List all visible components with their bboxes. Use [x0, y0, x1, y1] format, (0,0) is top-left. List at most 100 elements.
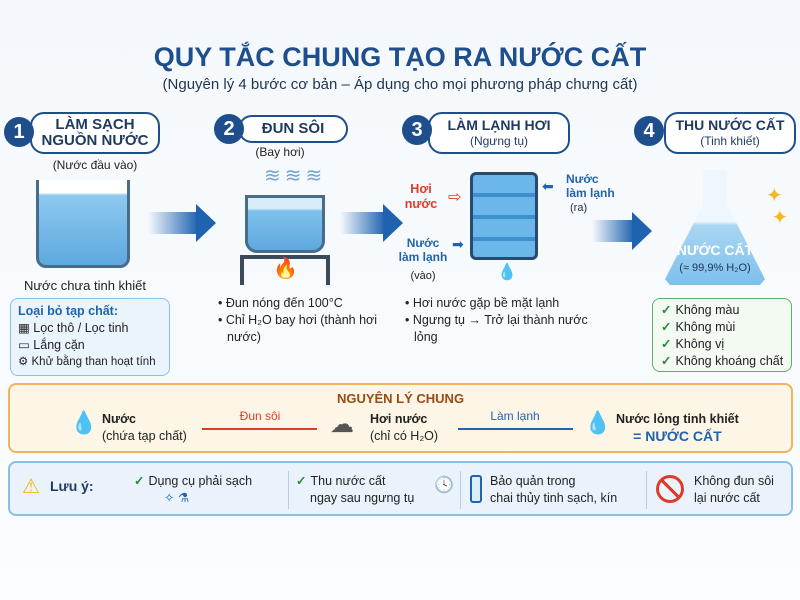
step1-number: 1: [4, 117, 34, 147]
steam-icon: ≋≋≋: [264, 165, 327, 187]
coolant-out-sub: (ra): [570, 202, 588, 214]
coolant-out-label: Nước làm lạnh: [566, 172, 615, 200]
warning-icon: ⚠: [22, 476, 40, 498]
coolant-in-arrow-icon: ➡: [452, 236, 464, 252]
notes-label: Lưu ý:: [50, 478, 94, 494]
property-item: ✓Không khoáng chất: [661, 353, 783, 370]
cool-label: Làm lạnh: [490, 409, 540, 423]
cloud-icon: ☁: [330, 411, 354, 438]
pure-drop-icon: 💧: [584, 410, 612, 435]
step4-title: THU NƯỚC CẤT(Tinh khiết): [664, 112, 796, 154]
note-collect: ✓Thu nước cất ngay sau ngưng tụ: [296, 473, 414, 507]
flask-purity: (≈ 99,9% H₂O): [679, 262, 751, 274]
note-text: ngay sau ngưng tụ: [310, 491, 415, 505]
flow-arrow-1: [148, 204, 216, 242]
page-title: QUY TẮC CHUNG TẠO RA NƯỚC CẤT: [153, 42, 647, 72]
step3-caption: (Ngưng tụ): [469, 134, 529, 148]
principle-input-title: Nước: [102, 412, 136, 426]
impurity-box-title: Loại bỏ tạp chất:: [18, 304, 118, 318]
step3-bullets: • Hơi nước gặp bề mặt lạnh • Ngưng tụ → …: [405, 296, 588, 344]
step2-caption: (Bay hơi): [255, 145, 305, 159]
principle-vapor: Hơi nước (chỉ có H₂O): [370, 411, 438, 445]
page-subtitle: (Nguyên lý 4 bước cơ bản – Áp dụng cho m…: [162, 76, 638, 93]
carbon-icon: ⚙: [18, 356, 32, 368]
step3-bullet: Hơi nước gặp bề mặt lạnh: [412, 296, 560, 310]
note-text: chai thủy tinh sạch, kín: [490, 491, 618, 505]
step1-title-line2: NGUỒN NƯỚC: [41, 132, 149, 149]
step2-number: 2: [214, 114, 244, 144]
flow-arrow-3: [592, 212, 652, 250]
note-text: Dụng cụ phải sạch: [148, 474, 253, 488]
step3-number: 3: [402, 115, 432, 145]
step4-number: 4: [634, 116, 664, 146]
impurity-item-label: Khử bằng than hoạt tính: [31, 356, 156, 368]
coolant-in-sub: (vào): [410, 270, 436, 282]
note-text: Thu nước cất: [310, 474, 386, 488]
divider: [646, 471, 647, 509]
sparkle-icon: ✦ ✦: [766, 185, 789, 229]
impurity-removal-box: Loại bỏ tạp chất: ▦ Lọc thô / Lọc tinh ▭…: [10, 298, 170, 376]
divider: [460, 471, 461, 509]
step4-title-text: THU NƯỚC CẤT: [675, 117, 785, 133]
check-icon: ✓: [661, 337, 672, 351]
coolant-out-arrow-icon: ⬅: [542, 178, 554, 194]
step2-bullet: Chỉ H₂O bay hơi (thành hơi nước): [225, 313, 378, 344]
principle-input-sub: (chứa tạp chất): [102, 429, 187, 443]
step3-title: LÀM LẠNH HƠI(Ngưng tụ): [428, 112, 570, 154]
check-icon: ✓: [134, 474, 145, 488]
clock-icon: 🕓: [434, 477, 454, 494]
steam-in-arrow-icon: ⇨: [448, 189, 462, 206]
sparkle-flask-icon: ✧ ⚗: [164, 491, 190, 505]
bottle-icon: [470, 475, 482, 503]
steam-in-label: Hơi nước: [404, 182, 438, 211]
property-label: Không vị: [675, 337, 725, 351]
boil-arrow: [202, 428, 317, 430]
step2-title: ĐUN SÔI: [238, 115, 348, 143]
property-item: ✓Không vị: [661, 336, 783, 353]
property-item: ✓Không màu: [661, 302, 783, 319]
step1-image-label: Nước chưa tinh khiết: [23, 278, 147, 293]
property-item: ✓Không mùi: [661, 319, 783, 336]
principle-vapor-sub: (chỉ có H₂O): [370, 429, 439, 443]
impurity-item-label: Lắng cặn: [33, 338, 85, 352]
check-icon: ✓: [296, 474, 307, 488]
no-reboil-icon: [656, 475, 684, 503]
impurity-item: ▦ Lọc thô / Lọc tinh: [18, 320, 162, 337]
filter-icon: ▦: [18, 321, 34, 335]
step2-bullets: • Đun nóng đến 100°C • Chỉ H₂O bay hơi (…: [218, 296, 378, 344]
boil-label: Đun sôi: [239, 409, 281, 423]
properties-box: ✓Không màu ✓Không mùi ✓Không vị ✓Không k…: [652, 298, 792, 372]
coolant-in-label: Nước làm lạnh: [398, 236, 448, 264]
impurity-item: ⚙ Khử bằng than hoạt tính: [18, 354, 162, 371]
principle-vapor-title: Hơi nước: [370, 412, 428, 426]
principle-output: Nước lỏng tinh khiết= NƯỚC CẤT: [616, 411, 739, 446]
step4-caption: (Tinh khiết): [700, 134, 760, 148]
flow-arrow-2: [340, 204, 403, 242]
condenser-icon: [470, 172, 538, 260]
note-text: lại nước cất: [694, 491, 760, 505]
note-text: Không đun sôi: [694, 474, 774, 488]
pot-icon: [245, 195, 325, 253]
property-label: Không mùi: [675, 320, 736, 334]
check-icon: ✓: [661, 303, 672, 317]
check-icon: ✓: [661, 354, 672, 368]
note-text: Bảo quản trong: [490, 474, 576, 488]
notes-panel: ⚠ Lưu ý: ✓Dụng cụ phải sạch✧ ⚗ ✓Thu nước…: [8, 461, 793, 516]
note-clean-tools: ✓Dụng cụ phải sạch ✧ ⚗: [134, 473, 252, 507]
step2-bullet: Đun nóng đến 100°C: [225, 296, 343, 310]
divider: [288, 471, 289, 509]
note-storage: Bảo quản trong chai thủy tinh sạch, kín: [490, 473, 617, 507]
droplet-icon: 💧: [497, 264, 517, 281]
property-label: Không màu: [675, 303, 740, 317]
water-drop-icon: 💧: [70, 410, 98, 435]
principle-output-sub: = NƯỚC CẤT: [633, 428, 722, 444]
step3-bullet: Ngưng tụ → Trở lại thành nước lỏng: [412, 313, 588, 344]
principle-input: Nước (chứa tạp chất): [102, 411, 187, 445]
cool-arrow: [458, 428, 573, 430]
impurity-item: ▭ Lắng cặn: [18, 337, 162, 354]
step1-title-line1: LÀM SẠCH: [55, 116, 135, 133]
step1-caption: (Nước đầu vào): [52, 158, 138, 172]
flame-icon: 🔥: [273, 258, 298, 280]
property-label: Không khoáng chất: [675, 354, 784, 368]
